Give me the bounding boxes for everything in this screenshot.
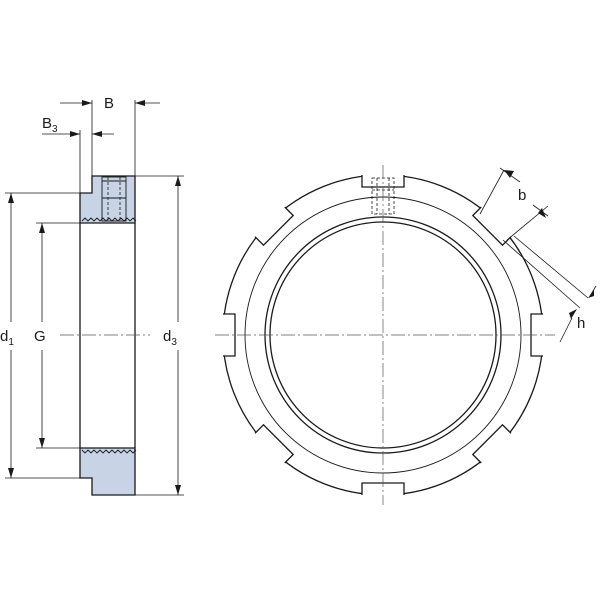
label-G: G xyxy=(34,328,46,345)
front-view: b h xyxy=(215,165,597,505)
label-h: h xyxy=(577,315,585,332)
bottom-thread xyxy=(81,449,137,454)
label-B3: B3 xyxy=(42,115,58,135)
bottom-section-fill xyxy=(79,447,136,496)
label-d3: d3 xyxy=(163,328,177,348)
top-thread xyxy=(81,217,137,222)
section-view: B B3 d1 G d3 xyxy=(0,95,184,496)
label-d1: d1 xyxy=(0,328,14,348)
locking-screw xyxy=(101,176,127,222)
label-B: B xyxy=(104,95,114,112)
top-section-fill xyxy=(79,175,136,224)
label-b: b xyxy=(518,187,526,204)
